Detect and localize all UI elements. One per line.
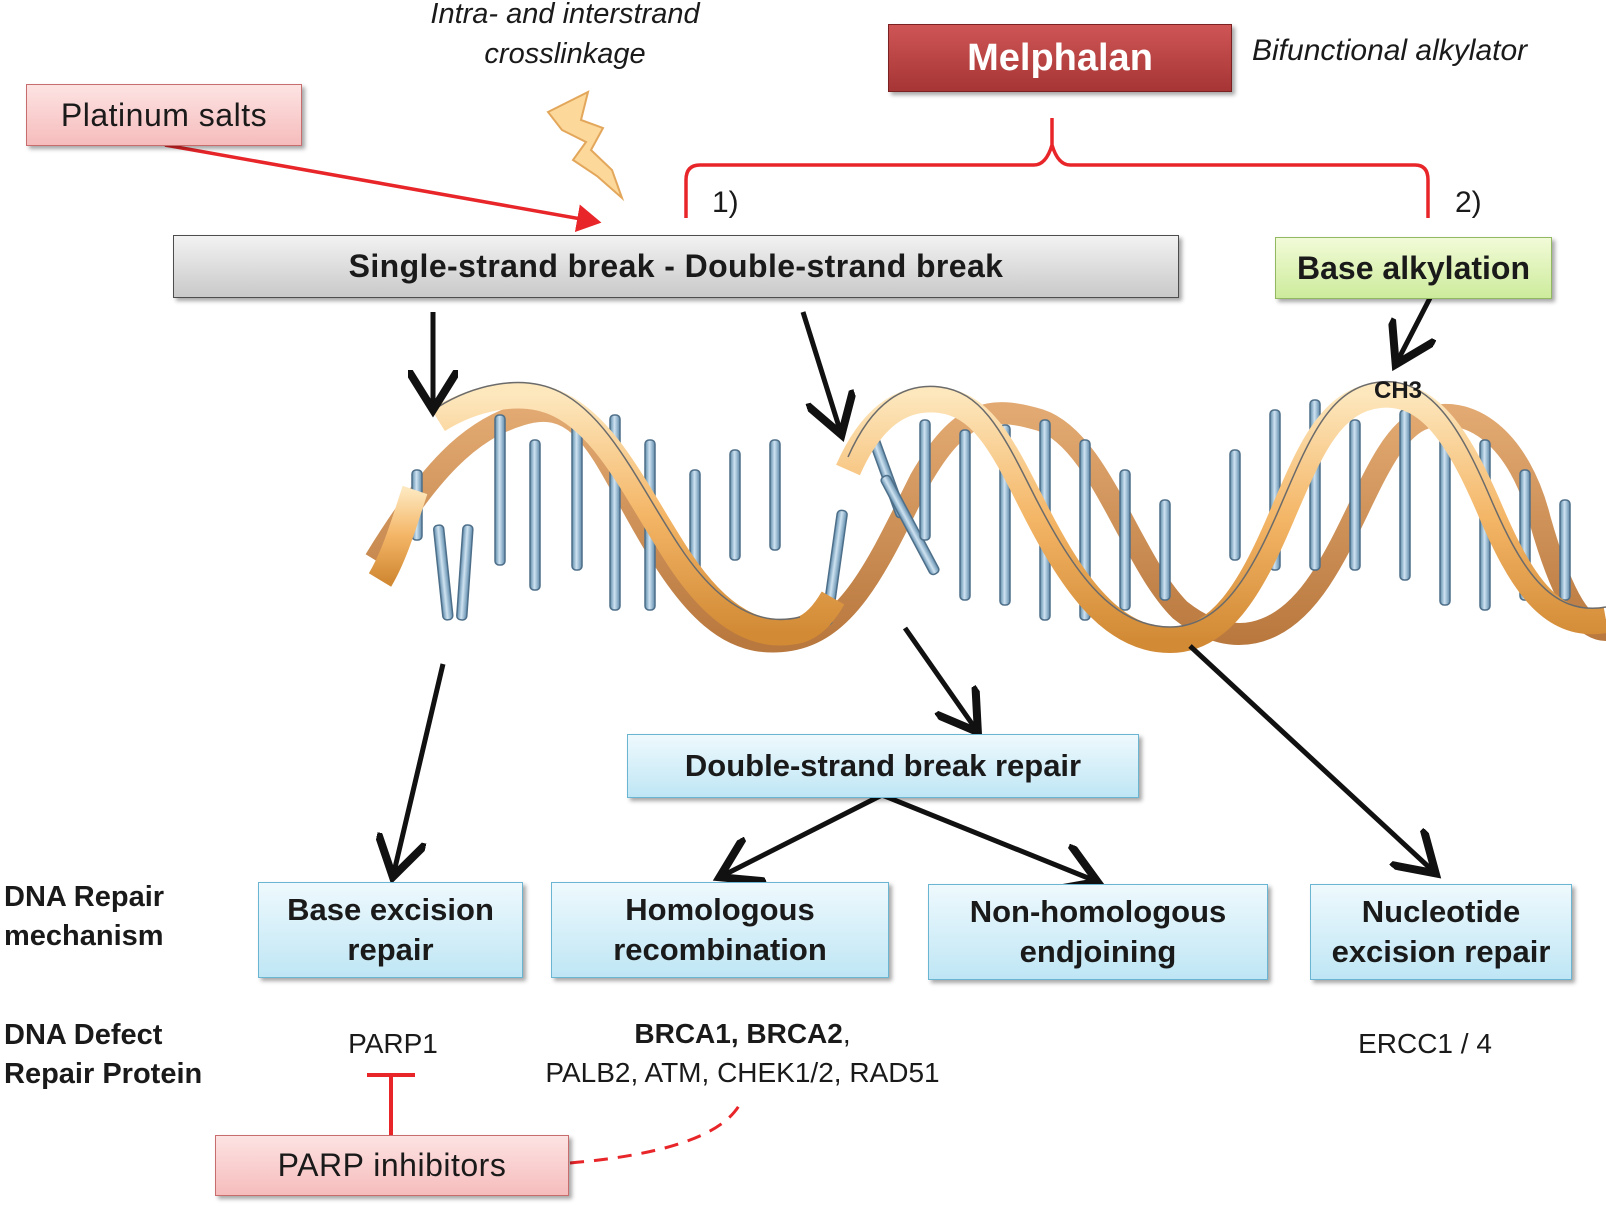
platinum-arrow (164, 143, 602, 233)
brca-label: BRCA1, BRCA2 (634, 1018, 843, 1049)
flow-arrows (394, 296, 1432, 880)
dna-front-strand (368, 381, 1606, 654)
crosslink-line1: Intra- and interstrand (430, 0, 700, 30)
dna-defect-repair-protein-label: DNA Defect Repair Protein (4, 1016, 202, 1094)
protein-line2: Repair Protein (4, 1058, 203, 1090)
crosslink-line2: crosslinkage (484, 38, 646, 70)
ch3-label: CH3 (1374, 377, 1423, 404)
mechanism-line2: mechanism (4, 920, 164, 952)
bifunctional-alkylator-label: Bifunctional alkylator (1252, 34, 1528, 67)
ber-line2: repair (347, 932, 434, 967)
platinum-salts-box: Platinum salts (26, 84, 302, 146)
ner-line2: excision repair (1331, 934, 1551, 969)
nhej-line2: endjoining (1019, 934, 1177, 969)
hr-proteins: BRCA1, BRCA2, PALB2, ATM, CHEK1/2, RAD51 (505, 1014, 980, 1092)
strand-break-box: Single-strand break - Double-strand brea… (173, 235, 1179, 298)
platinum-salts-label: Platinum salts (60, 96, 268, 133)
base-excision-repair-box: Base excision repair (258, 882, 523, 978)
strand-break-label: Single-strand break - Double-strand brea… (348, 248, 1004, 284)
hr-line2: recombination (613, 932, 827, 967)
mechanism-line1: DNA Repair (4, 881, 165, 913)
melphalan-label: Melphalan (967, 36, 1153, 79)
ner-line1: Nucleotide (1361, 894, 1521, 929)
melphalan-box: Melphalan (888, 24, 1232, 92)
brca-comma: , (842, 1018, 851, 1049)
double-strand-break-repair-box: Double-strand break repair (627, 734, 1139, 798)
dna-strand-outline (437, 381, 1606, 628)
base-alkylation-box: Base alkylation (1275, 237, 1552, 299)
dsb-repair-label: Double-strand break repair (684, 748, 1082, 783)
nucleotide-excision-repair-box: Nucleotide excision repair (1310, 884, 1572, 980)
base-alkylation-label: Base alkylation (1297, 249, 1530, 286)
ber-line1: Base excision (287, 892, 494, 927)
lightning-bolt-icon (546, 90, 625, 202)
crosslinkage-note: Intra- and interstrand crosslinkage (400, 0, 730, 74)
parp1-label: PARP1 (348, 1028, 438, 1059)
melphalan-bracket (684, 118, 1430, 218)
nhej-line1: Non-homologous (969, 894, 1227, 929)
non-homologous-endjoining-box: Non-homologous endjoining (928, 884, 1268, 980)
other-proteins-label: PALB2, ATM, CHEK1/2, RAD51 (545, 1057, 940, 1088)
brca-line: BRCA1, BRCA2, (505, 1014, 980, 1053)
parp-brca-link (569, 1099, 744, 1165)
homologous-recombination-box: Homologous recombination (551, 882, 889, 978)
hr-line1: Homologous (625, 892, 815, 927)
parp-inhibition-mark (367, 1073, 415, 1137)
parp-inhibitors-label: PARP inhibitors (277, 1147, 507, 1183)
ercc-label: ERCC1 / 4 (1358, 1028, 1492, 1059)
protein-line1: DNA Defect (4, 1019, 163, 1051)
parp-inhibitors-box: PARP inhibitors (215, 1135, 569, 1196)
marker-1: 1) (712, 186, 739, 219)
marker-2: 2) (1455, 186, 1482, 219)
dna-repair-mechanism-label: DNA Repair mechanism (4, 878, 164, 956)
